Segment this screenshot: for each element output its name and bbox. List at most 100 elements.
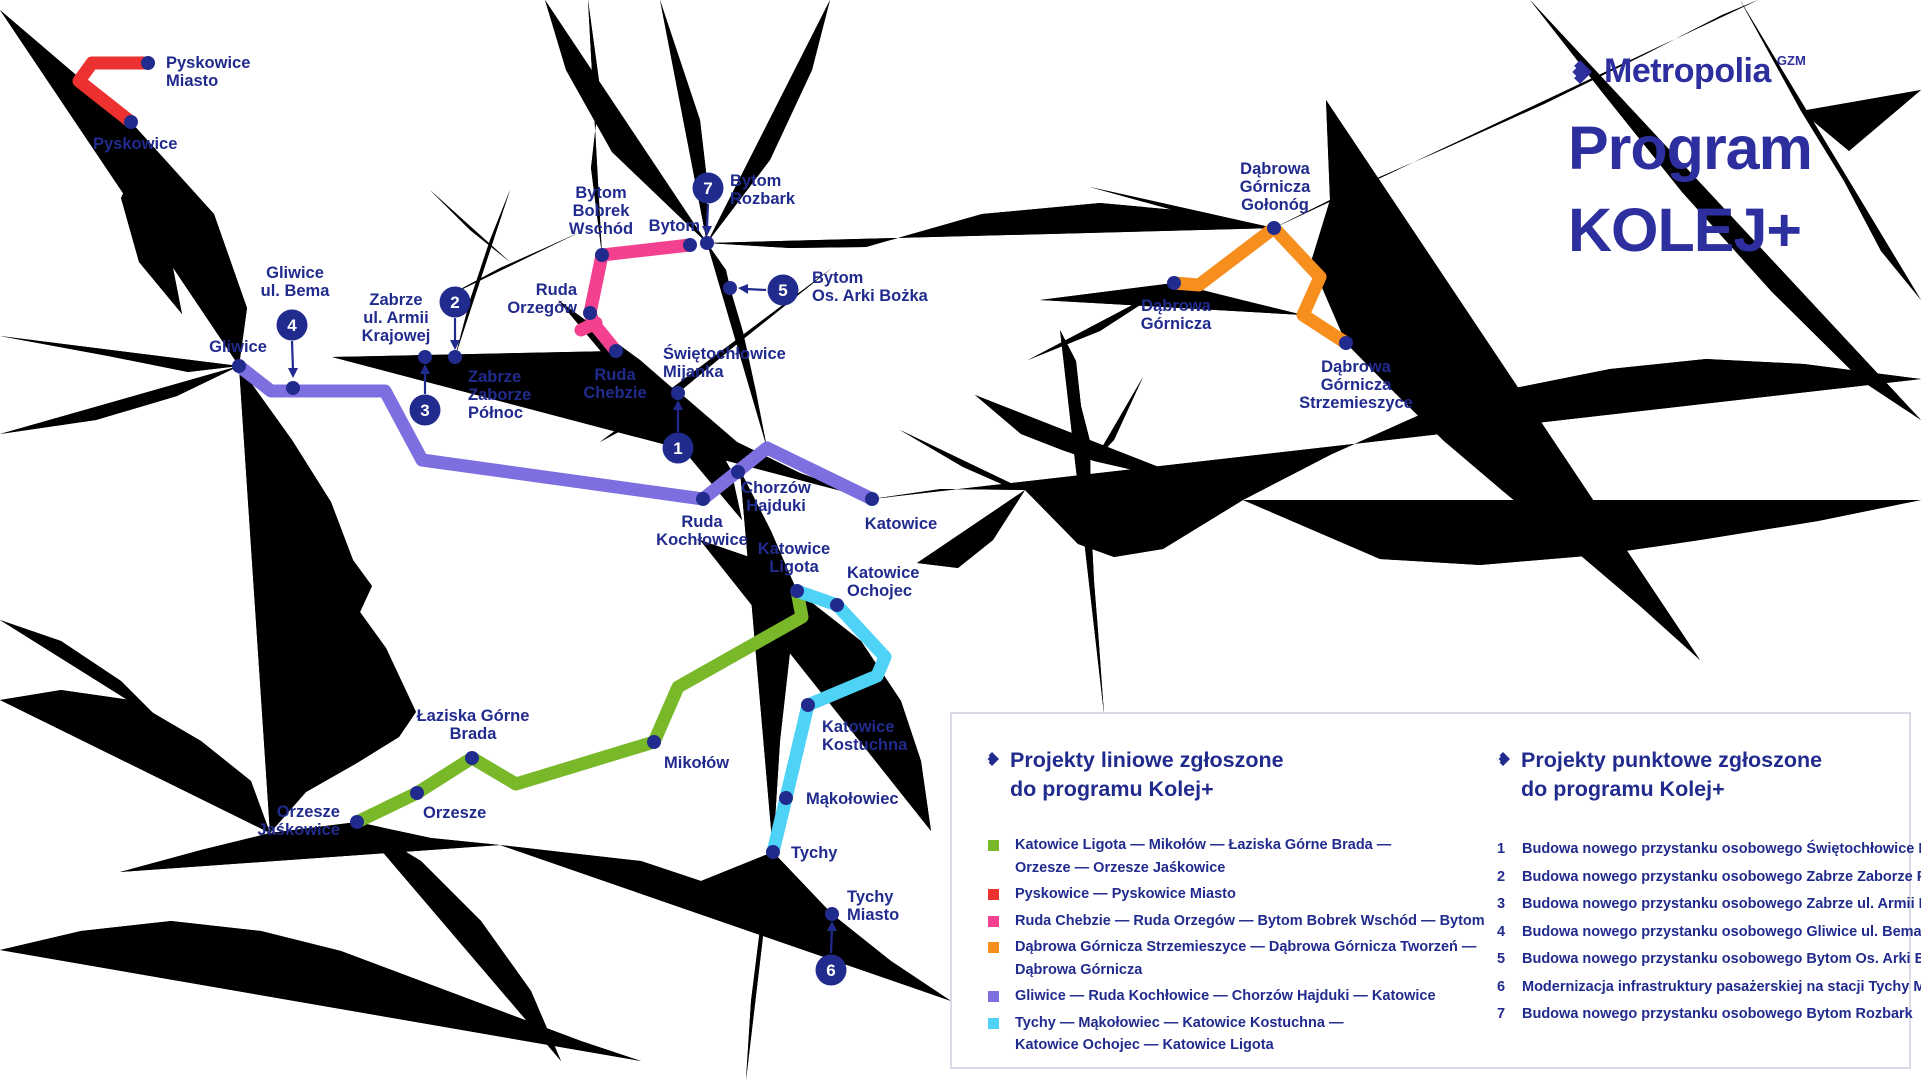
station-label-swietochlowice: Świętochłowice Mijanka (663, 344, 786, 381)
svg-text:Dąbrowa: Dąbrowa (1321, 358, 1392, 376)
legend-linear-heading-line2: do programu Kolej+ (1010, 777, 1214, 801)
legend-point-number: 4 (1497, 923, 1506, 940)
legend-item-text: Dąbrowa Górnicza Strzemieszyce — Dąbrowa… (1015, 939, 1477, 955)
legend-item-text: Katowice Ochojec — Katowice Ligota (1015, 1037, 1274, 1053)
legend-item-green-line: Katowice Ligota — Mikołów — Łaziska Górn… (988, 834, 1485, 879)
project-line-katowice-orzesze (350, 584, 809, 829)
badge-2: 2 (439, 286, 471, 350)
station-dot-bytom-pink (683, 238, 697, 252)
badge-3: 3 (409, 364, 441, 426)
svg-text:Hajduki: Hajduki (746, 497, 806, 515)
project-line-dabrowa (1167, 221, 1353, 350)
legend-linear-heading: Projekty liniowe zgłoszone do programu K… (985, 746, 1284, 804)
svg-text:ul. Bema: ul. Bema (261, 282, 331, 300)
brand-block: Metropolia GZM Program KOLEJ+ (1568, 52, 1920, 271)
page-title-line2: KOLEJ+ (1568, 196, 1802, 264)
svg-text:Północ: Północ (468, 404, 523, 422)
station-label-bytom-rozbark: Bytom Rozbark (730, 172, 796, 208)
station-label-katowice-kostuchna: Katowice Kostuchna (822, 718, 908, 754)
station-label-pyskowice: Pyskowice (93, 135, 177, 153)
legend-item-cyan-line: Tychy — Mąkołowiec — Katowice Kostuchna … (988, 1012, 1485, 1057)
legend-point-text: Budowa nowego przystanku osobowego Gliwi… (1522, 923, 1921, 940)
svg-text:Zaborze: Zaborze (468, 386, 531, 404)
station-dot-mikolow (647, 735, 661, 749)
legend-item-text: Ruda Chebzie — Ruda Orzegów — Bytom Bobr… (1015, 912, 1485, 929)
station-label-katowice: Katowice (865, 515, 937, 533)
svg-text:ul. Armii: ul. Armii (363, 309, 428, 327)
station-dot-zabrze-armii (448, 350, 462, 364)
legend-item-purple-line: Gliwice — Ruda Kochłowice — Chorzów Hajd… (988, 985, 1485, 1008)
svg-text:6: 6 (826, 961, 835, 980)
station-label-gliwice-bema: Gliwice ul. Bema (261, 264, 331, 300)
station-dot-bytom-bobrek (595, 248, 609, 262)
legend-linear-items: Katowice Ligota — Mikołów — Łaziska Górn… (988, 834, 1485, 1061)
legend-color-swatch-pink (988, 915, 999, 927)
legend-point-number: 7 (1497, 1006, 1506, 1022)
svg-text:Ruda: Ruda (681, 513, 723, 531)
legend-color-swatch-red (988, 889, 999, 900)
legend-point-number: 5 (1497, 951, 1506, 967)
svg-text:1: 1 (673, 439, 682, 458)
legend-point-item-1: 1 Budowa nowego przystanku osobowego Świ… (1497, 838, 1921, 862)
legend-item-text: Katowice Ligota — Mikołów — Łaziska Górn… (1015, 837, 1392, 853)
svg-text:Miasto: Miasto (847, 906, 899, 924)
station-dot-dabrowa-gornicza (1167, 276, 1181, 290)
legend-linear-heading-line1: Projekty liniowe zgłoszone (1010, 748, 1284, 772)
station-dot-tychy-miasto (825, 907, 839, 921)
station-dot-bytom-arki (723, 281, 737, 295)
station-label-dabrowa-strzemieszyce: Dąbrowa Górnicza Strzemieszyce (1299, 358, 1413, 412)
logo-arrow-icon (1568, 59, 1592, 84)
svg-text:4: 4 (287, 316, 297, 335)
station-label-orzesze-jaskowice: Orzesze Jaśkowice (257, 803, 340, 839)
svg-text:Pyskowice: Pyskowice (166, 54, 250, 72)
station-dots (124, 56, 1353, 921)
legend-panel: Projekty liniowe zgłoszone do programu K… (950, 712, 1921, 1069)
legend-color-swatch-green (988, 840, 999, 851)
svg-text:Ruda: Ruda (536, 281, 578, 299)
station-dot-ruda-chebzie (609, 344, 623, 358)
station-dot-katowice (865, 492, 879, 506)
station-dot-katowice-ochojec (830, 598, 844, 612)
station-labels: Pyskowice Miasto Pyskowice Gliwice Gliwi… (93, 54, 1413, 924)
svg-text:Katowice: Katowice (847, 564, 919, 582)
svg-text:Chebzie: Chebzie (583, 384, 646, 402)
project-line-ruda-bytom-spur (574, 316, 603, 337)
svg-text:Chorzów: Chorzów (741, 479, 811, 497)
svg-text:Bytom: Bytom (812, 269, 863, 287)
station-label-bytom-bobrek: Bytom Bobrek Wschód (569, 184, 633, 238)
station-dot-gliwice-bema (286, 381, 300, 395)
station-dot-laziska (465, 751, 479, 765)
svg-text:Zabrze: Zabrze (369, 291, 422, 309)
svg-text:Tychy: Tychy (847, 888, 894, 906)
svg-text:Katowice: Katowice (758, 540, 830, 558)
station-label-dabrowa-gornicza: Dąbrowa Górnicza (1141, 297, 1212, 333)
station-dot-orzesze-jaskowice (350, 815, 364, 829)
station-label-gliwice: Gliwice (209, 338, 267, 356)
page-title-line1: Program (1568, 114, 1813, 182)
svg-text:Ochojec: Ochojec (847, 582, 912, 600)
legend-point-number: 3 (1497, 896, 1506, 912)
legend-item-text: Dąbrowa Górnicza (1015, 961, 1143, 978)
legend-point-item-4: 4 Budowa nowego przystanku osobowego Gli… (1497, 921, 1921, 945)
legend-point-number: 6 (1497, 978, 1506, 995)
legend-item-text: Tychy — Mąkołowiec — Katowice Kostuchna … (1015, 1014, 1344, 1031)
station-label-ruda-chebzie: Ruda Chebzie (583, 366, 646, 402)
svg-text:Górnicza: Górnicza (1321, 376, 1392, 394)
station-label-makolowiec: Mąkołowiec (806, 790, 899, 808)
station-label-ruda-orzegow: Ruda Orzegów (507, 281, 578, 317)
station-dot-tychy (766, 845, 780, 859)
legend-point-number: 2 (1497, 868, 1506, 885)
svg-text:Bobrek: Bobrek (573, 202, 631, 220)
svg-text:Górnicza: Górnicza (1240, 178, 1311, 196)
station-label-bytom: Bytom (649, 217, 700, 235)
legend-color-swatch-cyan (988, 1017, 999, 1029)
legend-item-text: Gliwice — Ruda Kochłowice — Chorzów Hajd… (1015, 988, 1436, 1004)
station-label-pyskowice-miasto: Pyskowice Miasto (166, 54, 250, 90)
svg-text:Górnicza: Górnicza (1141, 315, 1212, 333)
legend-item-text: Orzesze — Orzesze Jaśkowice (1015, 859, 1226, 876)
svg-text:Dąbrowa: Dąbrowa (1240, 160, 1311, 178)
legend-point-text: Budowa nowego przystanku osobowego Zabrz… (1522, 896, 1921, 912)
legend-point-heading: Projekty punktowe zgłoszone do programu … (1496, 746, 1822, 804)
station-label-tychy: Tychy (791, 844, 838, 862)
